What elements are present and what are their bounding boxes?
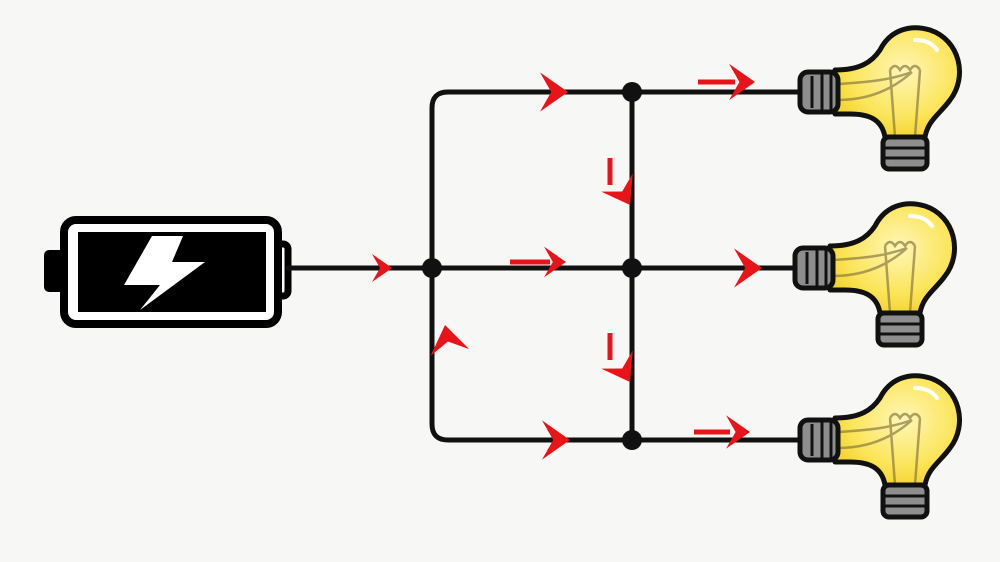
current-arrows — [372, 63, 762, 460]
junction-dot — [622, 430, 642, 450]
wires — [285, 89, 803, 443]
junction-dot — [622, 82, 642, 102]
lightbulb-icon — [795, 204, 955, 345]
battery-icon — [44, 216, 292, 328]
lightbulb-icon — [800, 376, 960, 517]
lightning-bolt-icon — [124, 236, 205, 310]
junction-dot — [422, 258, 442, 278]
junction-dots — [422, 82, 642, 450]
lightbulb-icon — [800, 28, 960, 169]
junction-dot — [622, 258, 642, 278]
